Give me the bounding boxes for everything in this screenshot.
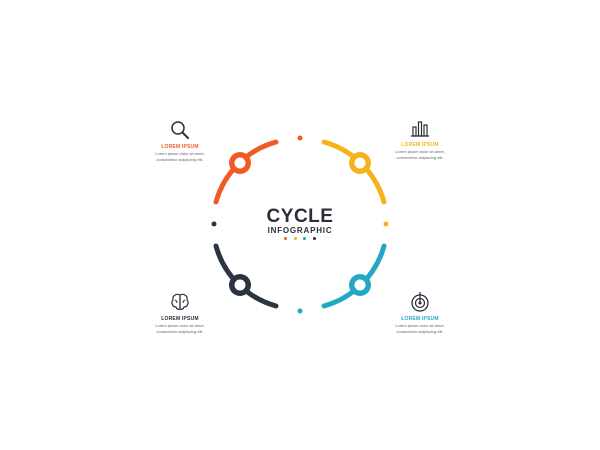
magnifier-icon <box>171 121 189 139</box>
info-block-desc-line2: consectetur adipiscing elit. <box>156 329 204 334</box>
bar-chart-icon <box>411 121 429 137</box>
info-block-desc-line2: consectetur adipiscing elit. <box>156 157 204 162</box>
info-block-top-left: LOREM IPSUM Lorem ipsum dolor sit amet, … <box>145 118 215 162</box>
info-block-desc-line1: Lorem ipsum dolor sit amet, <box>155 323 205 328</box>
center-title: CYCLE <box>266 206 334 227</box>
center-color-dots <box>284 237 316 241</box>
center-dot-navy <box>312 237 316 240</box>
info-block-title: LOREM IPSUM <box>161 316 199 322</box>
info-block-desc-line1: Lorem ipsum dolor sit amet, <box>395 149 445 154</box>
gap-dot-top <box>297 135 303 141</box>
info-block-desc-line1: Lorem ipsum dolor sit amet, <box>395 323 445 328</box>
info-block-title: LOREM IPSUM <box>401 142 439 148</box>
info-block-desc-line2: consectetur adipiscing elit. <box>396 329 444 334</box>
info-block-title: LOREM IPSUM <box>401 316 439 322</box>
info-block-bottom-right: LOREM IPSUM Lorem ipsum dolor sit amet, … <box>385 290 455 334</box>
center-dot-yellow <box>293 237 297 240</box>
node-orange <box>229 152 251 174</box>
gap-dot-bottom <box>297 308 303 314</box>
node-yellow <box>349 152 371 174</box>
gap-dot-left <box>211 221 217 227</box>
info-block-title: LOREM IPSUM <box>161 144 199 150</box>
center-dot-orange <box>284 237 287 240</box>
node-navy <box>229 274 251 296</box>
stock-id-label: 1086996415 <box>0 238 2 300</box>
brain-icon <box>171 293 189 310</box>
info-block-bottom-left: LOREM IPSUM Lorem ipsum dolor sit amet, … <box>145 290 215 334</box>
center-subtitle: INFOGRAPHIC <box>267 226 333 235</box>
gap-dot-right <box>383 221 389 227</box>
target-icon <box>411 292 429 312</box>
info-block-desc-line2: consectetur adipiscing elit. <box>396 155 444 160</box>
info-block-top-right: LOREM IPSUM Lorem ipsum dolor sit amet, … <box>385 116 455 160</box>
center-dot-teal <box>303 237 307 240</box>
node-teal <box>349 274 371 296</box>
info-block-desc-line1: Lorem ipsum dolor sit amet, <box>155 151 205 156</box>
